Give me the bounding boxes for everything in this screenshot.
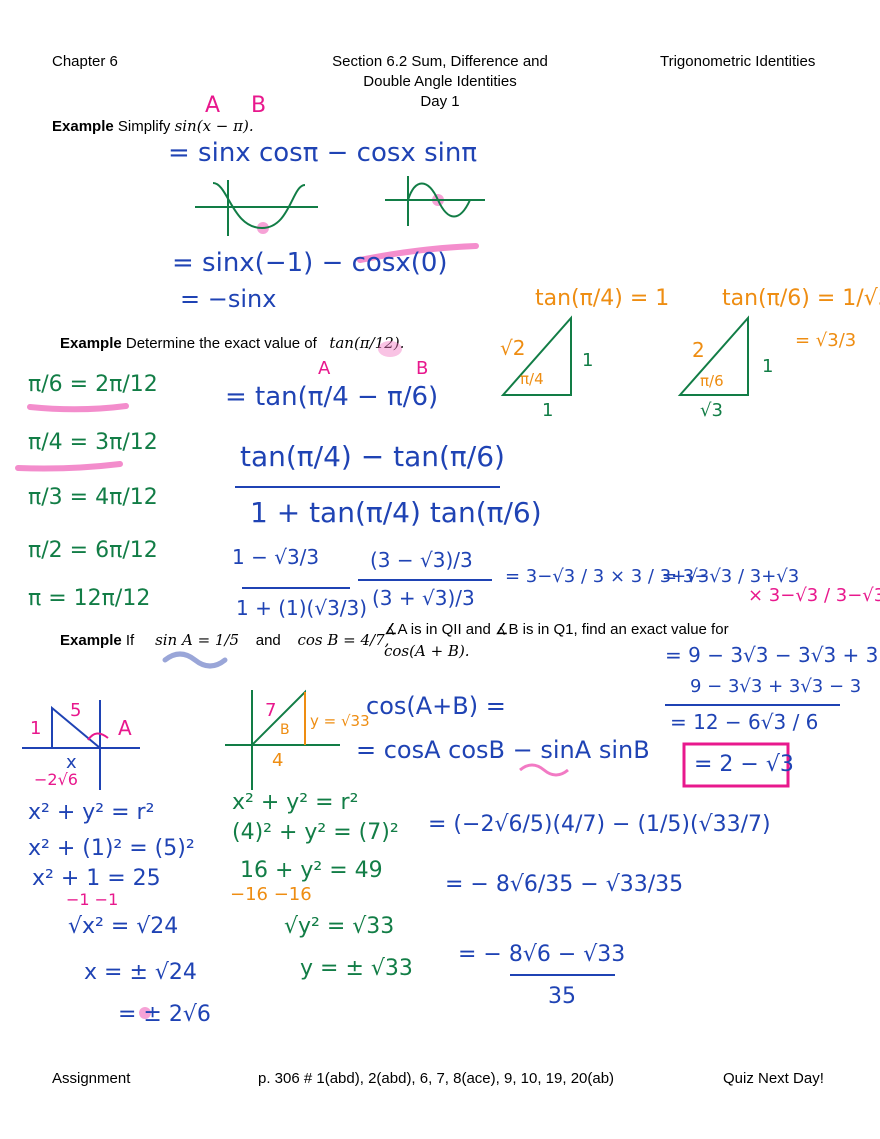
example-3-cosB: cos B = 4/7, bbox=[297, 631, 390, 649]
tan-pi6-note: tan(π/6) = 1/√3 bbox=[722, 286, 880, 311]
pyth-B-step: x² + y² = r² bbox=[232, 790, 359, 815]
tan-step6-multiplier: × 3−√3 / 3−√3 bbox=[748, 585, 880, 606]
triA-r: 5 bbox=[70, 700, 82, 721]
topic-label: Trigonometric Identities bbox=[660, 53, 816, 70]
tan-step4-denominator: (3 + √3)/3 bbox=[372, 586, 475, 610]
example-3-text: If bbox=[125, 632, 135, 649]
highlight-stroke bbox=[27, 403, 129, 413]
pyth-B-step: √y² = √33 bbox=[284, 914, 395, 939]
pyth-A-step: x² + 1 = 25 bbox=[32, 866, 161, 891]
angle-equiv-item: π/6 = 2π/12 bbox=[28, 372, 158, 397]
triB-angle: B bbox=[280, 722, 290, 738]
triA-x: x bbox=[66, 752, 77, 773]
chapter-label: Chapter 6 bbox=[52, 53, 118, 70]
highlight-dot bbox=[139, 1007, 151, 1019]
assignment-label: Assignment bbox=[52, 1070, 131, 1087]
example-3-tail2: cos(A + B). bbox=[384, 642, 470, 660]
pyth-A-step: x² + y² = r² bbox=[28, 800, 155, 825]
final-step1: = (−2√6/5)(4/7) − (1/5)(√33/7) bbox=[428, 812, 771, 837]
triA-y: 1 bbox=[30, 718, 42, 739]
ab-marks-2: A B bbox=[318, 358, 469, 379]
tan-step2-denominator: 1 + tan(π/4) tan(π/6) bbox=[250, 496, 542, 529]
example-3-sinA: sin A = 1/5 bbox=[155, 631, 240, 649]
tri2-hyp: 2 bbox=[692, 338, 705, 362]
triB-r: 7 bbox=[265, 700, 277, 721]
tan-step3-denominator: 1 + (1)(√3/3) bbox=[236, 596, 368, 620]
example-3-label: Example bbox=[60, 632, 122, 649]
pyth-B-step: y = ± √33 bbox=[300, 956, 413, 981]
tri1-side: 1 bbox=[582, 350, 594, 371]
pyth-A-step: −1 −1 bbox=[66, 890, 119, 909]
example-1-math: sin(x − π). bbox=[174, 117, 254, 135]
example-3: Example If sin A = 1/5 and cos B = 4/7, bbox=[60, 630, 389, 651]
tan-step8: = 12 − 6√3 / 6 bbox=[670, 710, 819, 734]
tri1-base: 1 bbox=[542, 400, 554, 421]
pyth-A-step: x² + (1)² = (5)² bbox=[28, 836, 195, 861]
squiggle-underline bbox=[519, 763, 569, 777]
angle-equiv-item: π/4 = 3π/12 bbox=[28, 430, 158, 455]
example-1-label: Example bbox=[52, 118, 114, 135]
highlight-stroke bbox=[357, 243, 479, 263]
pyth-B-step: −16 −16 bbox=[230, 884, 312, 905]
cos-sum-line2: = cosA cosB − sinA sinB bbox=[356, 736, 650, 764]
tan-pi4-note: tan(π/4) = 1 bbox=[535, 286, 670, 311]
highlight-stroke bbox=[15, 461, 123, 472]
tan-step5: = 3−√3 / 3 × 3 / 3+√3 bbox=[505, 566, 710, 587]
triA-x-value: −2√6 bbox=[34, 770, 78, 789]
example-2-math: tan(π/12). bbox=[329, 334, 405, 352]
triB-x: 4 bbox=[272, 750, 284, 771]
pyth-A-step: √x² = √24 bbox=[68, 914, 179, 939]
example-2-label: Example bbox=[60, 335, 122, 352]
example-3-and: and bbox=[255, 632, 281, 649]
tan-step4-numerator: (3 − √3)/3 bbox=[370, 548, 473, 572]
pyth-B-step: 16 + y² = 49 bbox=[240, 858, 383, 883]
section-title-line1: Section 6.2 Sum, Difference and bbox=[332, 53, 548, 70]
tan-step6: = 3−√3 / 3+√3 bbox=[662, 566, 800, 587]
example-2: Example Determine the exact value of tan… bbox=[60, 333, 404, 354]
example-3-tail: ∡A is in QII and ∡B is in Q1, find an ex… bbox=[384, 621, 729, 638]
tan-step7-denominator: 9 − 3√3 + 3√3 − 3 bbox=[690, 676, 862, 697]
triB-y: y = √33 bbox=[310, 712, 370, 730]
pyth-A-step: x = ± √24 bbox=[84, 960, 197, 985]
triangle-pi4 bbox=[500, 315, 572, 396]
angle-equiv-item: π/2 = 6π/12 bbox=[28, 538, 158, 563]
squiggle-underline bbox=[162, 651, 228, 669]
tri2-base: √3 bbox=[700, 400, 723, 421]
triA-angle: A bbox=[118, 716, 132, 740]
quiz-note: Quiz Next Day! bbox=[723, 1070, 824, 1087]
tan-step7-numerator: = 9 − 3√3 − 3√3 + 3 bbox=[665, 643, 879, 667]
final-step3-denominator: 35 bbox=[548, 984, 576, 1009]
tan-answer: = 2 − √3 bbox=[694, 752, 794, 777]
work-line3: = −sinx bbox=[180, 285, 277, 313]
tri1-hyp: √2 bbox=[500, 336, 526, 360]
example-2-text: Determine the exact value of bbox=[125, 335, 317, 352]
assignment-problems: p. 306 # 1(abd), 2(abd), 6, 7, 8(ace), 9… bbox=[258, 1070, 615, 1087]
answer-box bbox=[682, 742, 790, 788]
tan-step1: = tan(π/4 − π/6) bbox=[225, 382, 439, 412]
angle-equiv-item: π = 12π/12 bbox=[28, 586, 151, 611]
work-line1: = sinx cosπ − cosx sinπ bbox=[168, 138, 477, 168]
section-title-line2: Double Angle Identities bbox=[363, 73, 517, 90]
final-step3-numerator: = − 8√6 − √33 bbox=[458, 942, 626, 967]
tri2-side: 1 bbox=[762, 356, 774, 377]
highlight-dot bbox=[378, 341, 402, 357]
example-1-text: Simplify bbox=[117, 118, 171, 135]
pyth-A-step: = ± 2√6 bbox=[118, 1002, 211, 1027]
cos-sum-line1: cos(A+B) = bbox=[366, 692, 506, 720]
triangle-pi6 bbox=[677, 315, 749, 396]
pyth-B-step: (4)² + y² = (7)² bbox=[232, 820, 399, 845]
tan-step3-numerator: 1 − √3/3 bbox=[232, 545, 320, 569]
section-title-line3: Day 1 bbox=[420, 93, 460, 110]
example-1: Example Simplify sin(x − π). bbox=[52, 116, 254, 137]
work-line2: = sinx(−1) − cosx(0) bbox=[172, 248, 448, 278]
tri1-angle: π/4 bbox=[520, 370, 544, 388]
tan-pi6-rationalized: = √3/3 bbox=[795, 330, 857, 351]
tan-step2-numerator: tan(π/4) − tan(π/6) bbox=[240, 440, 505, 473]
final-step2: = − 8√6/35 − √33/35 bbox=[445, 872, 684, 897]
angle-equiv-item: π/3 = 4π/12 bbox=[28, 485, 158, 510]
section-title: Section 6.2 Sum, Difference and Double A… bbox=[300, 52, 580, 112]
ab-marks: A B bbox=[205, 93, 279, 118]
tri2-angle: π/6 bbox=[700, 372, 724, 390]
